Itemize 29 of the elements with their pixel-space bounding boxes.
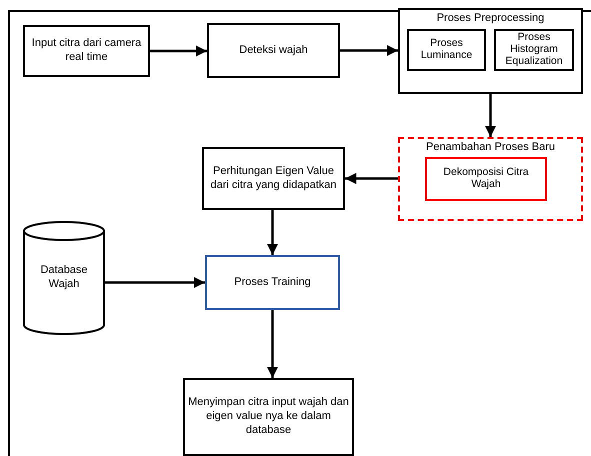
node-label: Database Wajah bbox=[39, 264, 89, 292]
arrow bbox=[340, 44, 398, 56]
group-box bbox=[398, 137, 583, 221]
node-label: Proses Luminance bbox=[420, 38, 474, 62]
node-label: Input citra dari camera real time bbox=[30, 37, 142, 65]
process-box bbox=[207, 23, 340, 78]
node-label: Dekomposisi Citra Wajah bbox=[442, 167, 530, 191]
group-title: Penambahan Proses Baru bbox=[424, 141, 556, 155]
process-box bbox=[205, 255, 340, 310]
node-label: Perhitungan Eigen Value dari citra yang didapatkan bbox=[210, 164, 338, 192]
group-title: Proses Preprocessing bbox=[436, 12, 546, 26]
group-box bbox=[398, 8, 583, 94]
process-box bbox=[183, 378, 354, 456]
database-cylinder bbox=[23, 221, 105, 335]
process-box bbox=[425, 157, 547, 201]
arrow bbox=[105, 276, 205, 288]
arrow bbox=[266, 310, 278, 378]
arrow bbox=[345, 172, 398, 184]
arrow bbox=[484, 94, 496, 137]
arrow bbox=[266, 210, 278, 255]
node-label: Proses Histogram Equalization bbox=[504, 32, 564, 68]
process-box bbox=[494, 29, 574, 71]
process-box bbox=[202, 147, 345, 210]
node-label: Menyimpan citra input wajah dan eigen value nya ke dalam database bbox=[187, 396, 350, 438]
process-box bbox=[407, 29, 486, 71]
node-label: Deteksi wajah bbox=[238, 44, 309, 58]
node-label: Proses Training bbox=[233, 276, 312, 290]
arrow bbox=[150, 45, 207, 57]
process-box bbox=[23, 25, 150, 77]
